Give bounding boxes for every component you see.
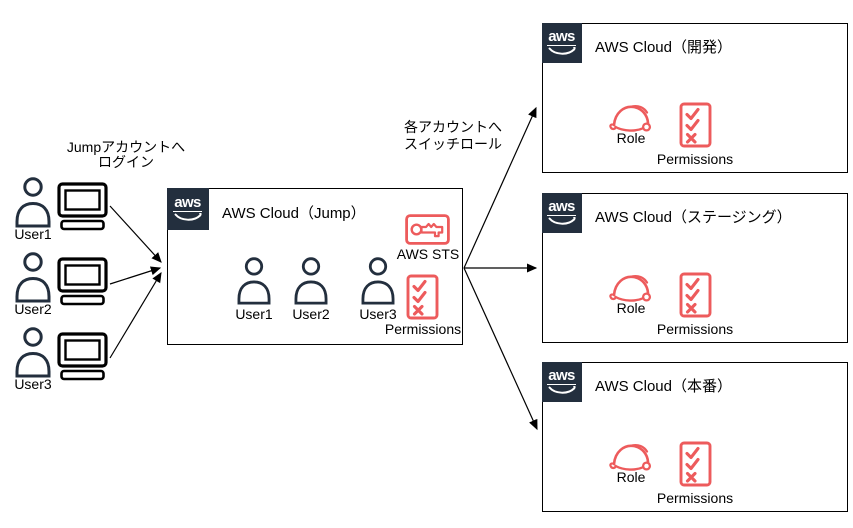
- account-box-production: aws AWS Cloud（本番） Role Permissions: [541, 361, 848, 512]
- permissions-label: Permissions: [656, 490, 734, 506]
- account-title-dev: AWS Cloud（開発）: [595, 39, 732, 56]
- permissions-label: Permissions: [656, 321, 734, 337]
- aws-smile-icon: [548, 385, 576, 394]
- permissions-icon: [679, 102, 712, 148]
- client-user2-label: User2: [14, 301, 52, 317]
- permissions-label: Permissions: [656, 151, 734, 167]
- aws-smile-icon: [548, 216, 576, 225]
- computer-icon: [57, 182, 108, 231]
- permissions-icon: [679, 272, 712, 318]
- permissions-icon: [406, 274, 439, 320]
- arrow-jump-to-production: [463, 267, 538, 431]
- arrow-user3-to-jump: [109, 271, 162, 359]
- account-box-dev: aws AWS Cloud（開発） Role Permissions: [541, 22, 848, 173]
- aws-logo-text: aws: [547, 27, 576, 46]
- client-user1-label: User1: [14, 226, 52, 242]
- aws-logo-text: aws: [173, 193, 202, 212]
- computer-icon: [57, 257, 108, 306]
- permissions-icon: [679, 441, 712, 487]
- jump-box-title: AWS Cloud（Jump）: [222, 205, 366, 222]
- arrow-user1-to-jump: [109, 205, 162, 263]
- switch-role-annotation-line1: 各アカウントへ: [404, 119, 502, 135]
- sts-label: AWS STS: [396, 246, 460, 262]
- login-annotation-line1: Jumpアカウントへ: [66, 139, 186, 155]
- role-label: Role: [616, 130, 646, 146]
- jump-user2-label: User2: [292, 306, 330, 322]
- role-label: Role: [616, 300, 646, 316]
- person-icon: [361, 257, 395, 305]
- account-title-staging: AWS Cloud（ステージング）: [595, 209, 792, 226]
- jump-user1-label: User1: [235, 306, 273, 322]
- jump-account-box: aws AWS Cloud（Jump） User1 User2 User3: [166, 187, 463, 345]
- aws-logo-icon: aws: [541, 192, 582, 233]
- aws-logo-text: aws: [547, 366, 576, 385]
- role-icon: [609, 444, 652, 471]
- person-icon: [15, 177, 51, 228]
- aws-smile-icon: [174, 212, 202, 221]
- aws-logo-icon: aws: [541, 22, 582, 63]
- jump-permissions-label: Permissions: [384, 321, 462, 337]
- account-box-staging: aws AWS Cloud（ステージング） Role Permissions: [541, 192, 848, 343]
- role-icon: [609, 275, 652, 302]
- role-icon: [609, 105, 652, 132]
- login-annotation: Jumpアカウントへ ログイン: [58, 140, 194, 170]
- sts-key-icon: [405, 214, 450, 245]
- switch-role-annotation-line2: スイッチロール: [404, 136, 502, 152]
- login-annotation-line2: ログイン: [98, 154, 154, 170]
- person-icon: [237, 257, 271, 305]
- aws-smile-icon: [548, 46, 576, 55]
- aws-logo-icon: aws: [166, 187, 209, 230]
- jump-user3-label: User3: [359, 306, 397, 322]
- aws-logo-icon: aws: [541, 361, 582, 402]
- person-icon: [15, 327, 51, 378]
- client-user3-label: User3: [14, 376, 52, 392]
- switch-role-annotation: 各アカウントへ スイッチロール: [404, 119, 502, 153]
- computer-icon: [57, 332, 108, 381]
- role-label: Role: [616, 469, 646, 485]
- arrow-user2-to-jump: [109, 266, 162, 285]
- person-icon: [15, 252, 51, 303]
- person-icon: [294, 257, 328, 305]
- aws-logo-text: aws: [547, 197, 576, 216]
- account-title-production: AWS Cloud（本番）: [595, 378, 732, 395]
